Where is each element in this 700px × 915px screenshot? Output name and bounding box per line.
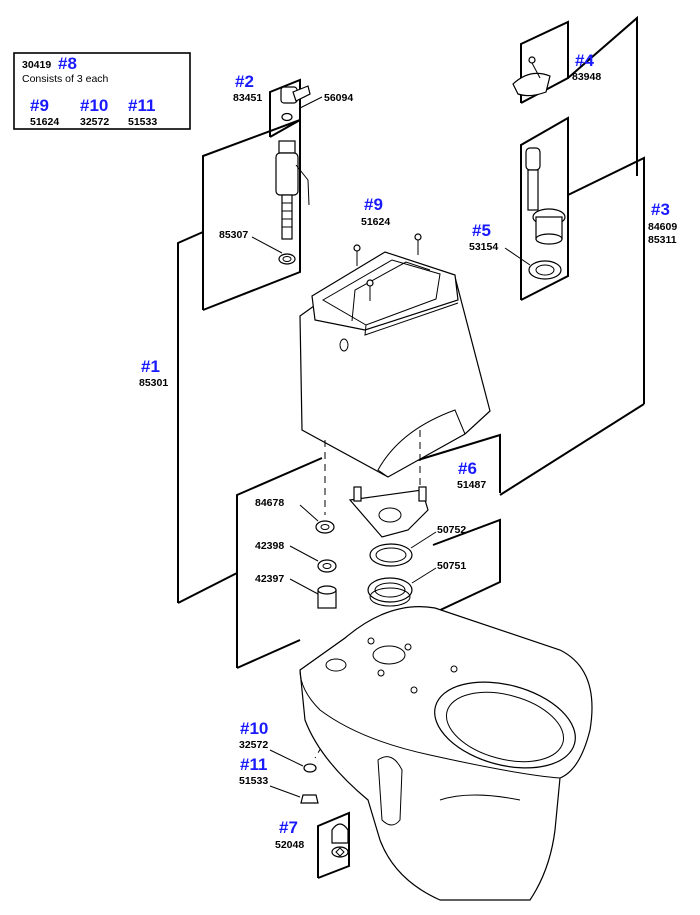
part-label: 42398 bbox=[255, 540, 284, 552]
leader-lines bbox=[251, 96, 531, 798]
kit-item-ref: #10 bbox=[80, 96, 108, 115]
gasket-panel bbox=[236, 457, 323, 669]
callout-ref: #2 bbox=[235, 72, 254, 91]
callout-5: #5 53154 bbox=[469, 221, 498, 253]
assembly-bracket-1 bbox=[177, 231, 238, 604]
callout-9: #9 51624 bbox=[361, 195, 390, 228]
cap-nut bbox=[300, 794, 319, 804]
callout-7: #7 52048 bbox=[275, 818, 304, 851]
callout-ref: #4 bbox=[575, 51, 594, 70]
nut-42397 bbox=[317, 585, 337, 609]
bolt-kit-panel bbox=[317, 811, 350, 879]
callout-2: #2 83451 bbox=[233, 72, 262, 104]
kit-description: Consists of 3 each bbox=[22, 73, 109, 85]
flush-valve bbox=[525, 147, 566, 245]
callout-part: 32572 bbox=[239, 739, 268, 751]
callout-ref: #9 bbox=[364, 195, 383, 214]
flush-valve-panel bbox=[520, 116, 569, 301]
kit-legend-box: 30419 #8 Consists of 3 each #9 51624 #10… bbox=[13, 52, 191, 130]
kit-item-part: 32572 bbox=[80, 116, 109, 128]
flush-handle bbox=[280, 85, 311, 104]
callout-part: 83948 bbox=[572, 71, 601, 83]
callout-4: #4 83948 bbox=[572, 51, 601, 83]
tank-bolt-center bbox=[366, 279, 374, 301]
callout-part: 83451 bbox=[233, 92, 262, 104]
part-labels: 56094 85307 84678 42398 42397 50752 5075… bbox=[219, 92, 466, 585]
toilet-bowl bbox=[299, 606, 593, 901]
fill-valve bbox=[275, 140, 310, 240]
callout-ref: #10 bbox=[240, 719, 268, 738]
part-label: 50751 bbox=[437, 560, 466, 572]
flush-valve-gasket bbox=[528, 260, 562, 280]
flapper bbox=[512, 56, 551, 97]
tank-plate-panel bbox=[417, 433, 501, 613]
part-label: 50752 bbox=[437, 524, 466, 536]
callout-part: 51533 bbox=[239, 775, 268, 787]
callout-11: #11 51533 bbox=[239, 755, 268, 787]
fill-valve-washer bbox=[278, 253, 296, 265]
part-label: 56094 bbox=[324, 92, 353, 104]
washer-84678 bbox=[315, 520, 335, 534]
part-label: 42397 bbox=[255, 573, 284, 585]
callout-part: 85301 bbox=[139, 377, 168, 389]
fill-valve-top-panel bbox=[520, 20, 569, 104]
part-label: 84678 bbox=[255, 497, 284, 509]
kit-item-ref: #11 bbox=[128, 96, 155, 115]
flush-handle-panel bbox=[269, 78, 301, 138]
kit-item-part: 51533 bbox=[128, 116, 157, 128]
callout-ref: #7 bbox=[279, 818, 298, 837]
handle-nut bbox=[281, 112, 293, 122]
callout-6: #6 51487 bbox=[457, 459, 486, 491]
callout-ref: #6 bbox=[458, 459, 477, 478]
callout-10: #10 32572 bbox=[239, 719, 268, 751]
kit-item-ref: #9 bbox=[30, 96, 49, 115]
callout-part: 51624 bbox=[361, 216, 390, 228]
callout-part: 85311 bbox=[648, 234, 677, 246]
kit-number: 30419 bbox=[22, 59, 51, 71]
callout-ref: #5 bbox=[472, 221, 491, 240]
kit-item-part: 51624 bbox=[30, 116, 59, 128]
cap-washer bbox=[303, 763, 317, 773]
callout-ref: #1 bbox=[141, 357, 160, 376]
callout-part: 52048 bbox=[275, 839, 304, 851]
gasket-50752 bbox=[369, 543, 413, 567]
tank-mounting-plate bbox=[348, 486, 429, 538]
tank-bolt-left bbox=[353, 244, 361, 266]
callout-ref: #11 bbox=[240, 755, 267, 774]
part-label: 85307 bbox=[219, 229, 248, 241]
callout-3: #3 84609 85311 bbox=[648, 200, 677, 246]
callout-ref: #3 bbox=[651, 200, 670, 219]
callout-part: 53154 bbox=[469, 241, 498, 253]
toilet-tank bbox=[299, 251, 491, 478]
kit-ref: #8 bbox=[58, 54, 77, 73]
callout-part: 84609 bbox=[648, 221, 677, 233]
callout-1: #1 85301 bbox=[139, 357, 168, 389]
assembly-bracket-3 bbox=[499, 15, 645, 496]
tank-bolt-right bbox=[414, 233, 422, 255]
bolt-cap bbox=[331, 823, 349, 858]
callout-part: 51487 bbox=[457, 479, 486, 491]
gasket-50751 bbox=[367, 577, 413, 607]
washer-42398 bbox=[317, 559, 337, 573]
